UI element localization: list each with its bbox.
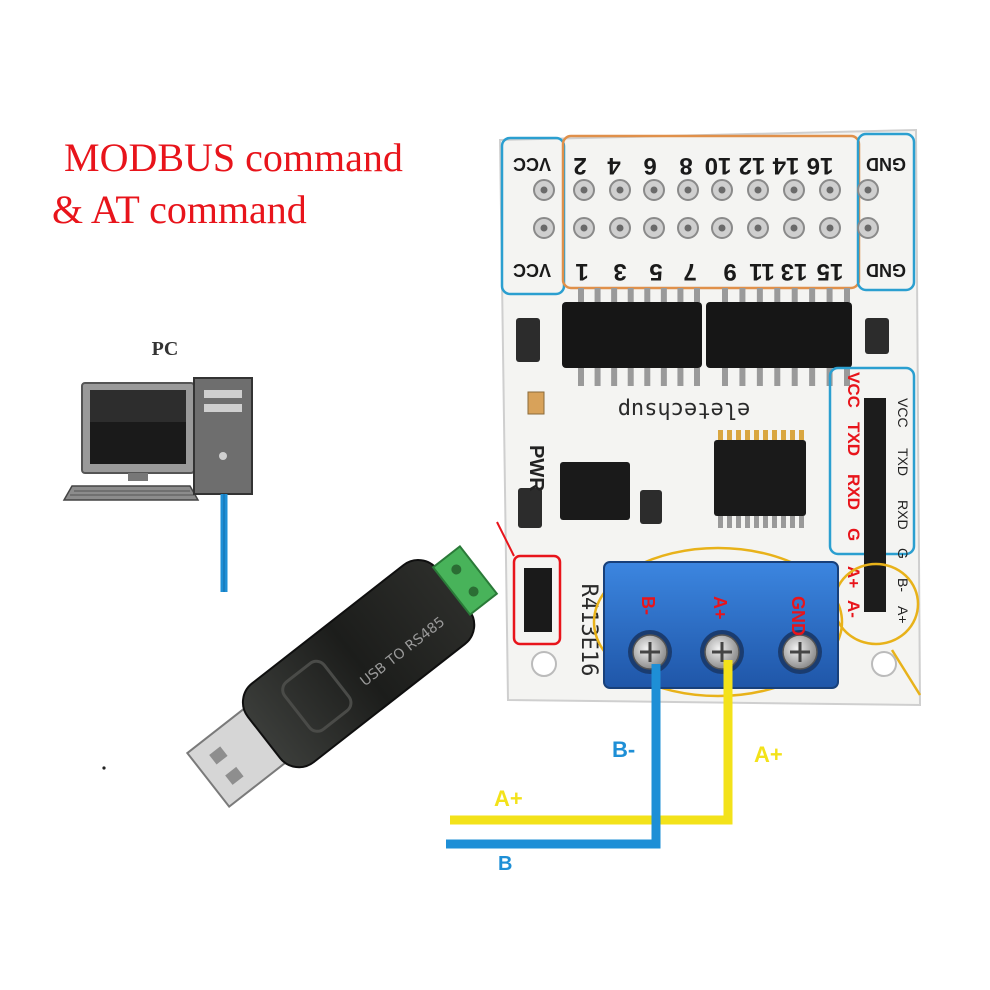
- jumper-outline: [512, 554, 562, 646]
- terminal-label: A+: [710, 596, 730, 620]
- side-label-black: VCC: [895, 398, 911, 428]
- wire-a-plus: [450, 660, 733, 825]
- mount-hole-1: [531, 651, 557, 677]
- side-label-red: A-: [844, 600, 863, 618]
- rs485-wires: B- A+ A+ B: [446, 660, 783, 875]
- resistor-1: [516, 318, 540, 362]
- bottom-header-label: VCC: [513, 260, 551, 280]
- bottom-header-label: 5: [649, 258, 662, 285]
- side-label-red: RXD: [844, 474, 863, 510]
- top-header-label: 12: [739, 152, 766, 179]
- rs485-chip: [560, 462, 630, 520]
- terminal-outline: [592, 546, 844, 698]
- brand-print: eletechsup: [618, 397, 750, 422]
- jumper-block: [524, 568, 552, 632]
- bottom-header-label: 11: [749, 258, 774, 285]
- dongle-b-label: B: [498, 853, 512, 875]
- side-labels-red: VCC TXD RXD G A+ A-: [844, 372, 863, 618]
- bottom-header-label: 15: [817, 258, 844, 285]
- side-label-black: G: [895, 548, 911, 559]
- side-label-black: B-: [895, 578, 911, 592]
- top-header-label: VCC: [513, 154, 551, 174]
- diagram-title-line2: & AT command: [52, 187, 307, 232]
- wire-b-label: B-: [612, 737, 635, 762]
- bottom-header-label: 1: [575, 258, 588, 285]
- serial-header-pins: [864, 398, 886, 612]
- bottom-header-label: 3: [613, 258, 626, 285]
- bottom-header-label: 7: [683, 258, 696, 285]
- top-header-label: GND: [866, 154, 906, 174]
- top-header-label: 4: [607, 152, 621, 179]
- dongle-terminal: [431, 545, 499, 617]
- resistor-2: [865, 318, 889, 354]
- side-label-red: G: [844, 528, 863, 541]
- terminal-label: B-: [638, 596, 658, 615]
- bottom-header-label: GND: [866, 260, 906, 280]
- pwr-label: PWR: [525, 445, 547, 492]
- usb-logo-icon: [281, 659, 353, 733]
- resistor-4: [640, 490, 662, 524]
- bottom-header-label: 9: [723, 258, 736, 285]
- pc-computer: PC: [62, 338, 253, 501]
- side-label-red: VCC: [844, 372, 863, 408]
- top-header-label: 14: [772, 152, 799, 179]
- keyboard-icon: [62, 485, 200, 501]
- mount-hole-2: [871, 651, 897, 677]
- wire-b-minus: [446, 664, 661, 849]
- diagram-title-line1: MODBUS command: [64, 135, 403, 180]
- driver-chip-1: [562, 302, 702, 368]
- pwr-led: [527, 391, 545, 415]
- driver-chip-2: [706, 302, 852, 368]
- dongle-a-label: A+: [494, 786, 523, 811]
- side-labels-black: VCC TXD RXD G B- A+: [895, 398, 911, 624]
- model-print: R413E16: [576, 584, 601, 677]
- side-label-red: TXD: [844, 422, 863, 456]
- mcu-chip: [714, 440, 806, 516]
- gnd-header-outline: [856, 132, 916, 292]
- side-label-red: A+: [844, 566, 863, 588]
- header-pins: [533, 179, 879, 239]
- top-header-label: 10: [705, 152, 732, 179]
- side-label-black: RXD: [895, 500, 911, 530]
- top-header-label: 2: [573, 152, 586, 179]
- terminal-label: GND: [788, 596, 808, 636]
- top-header-label: 8: [679, 152, 692, 179]
- side-label-black: A+: [895, 606, 911, 624]
- side-label-black: TXD: [895, 448, 911, 476]
- pc-label: PC: [152, 338, 179, 360]
- top-header-label: 6: [643, 152, 656, 179]
- stray-dot: [102, 766, 106, 770]
- bottom-header-label: 13: [781, 258, 808, 285]
- wire-a-label: A+: [754, 742, 783, 767]
- usb-rs485-dongle: USB TO RS485: [185, 545, 499, 809]
- resistor-3: [518, 488, 542, 528]
- top-header-label: 16: [807, 152, 834, 179]
